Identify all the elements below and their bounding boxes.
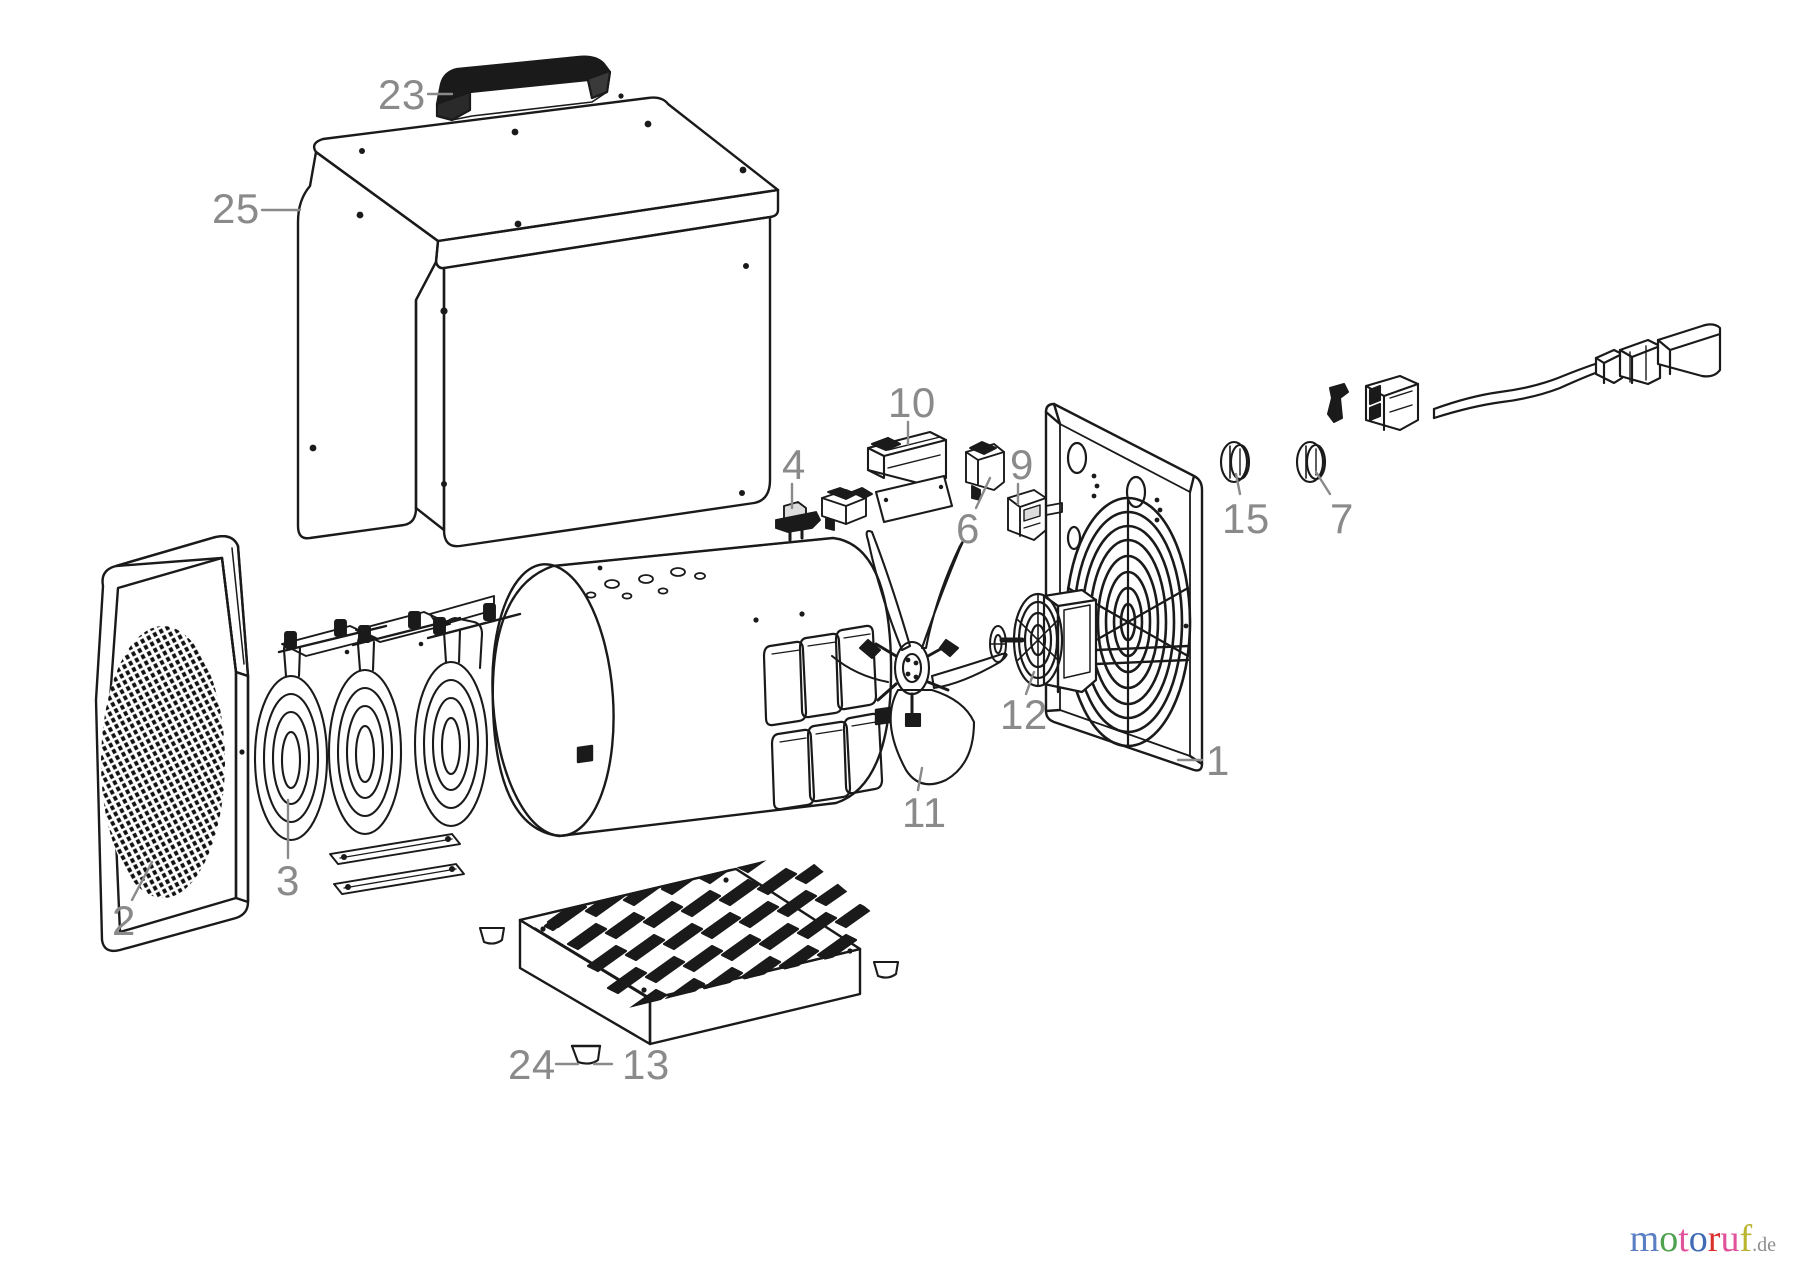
callout-label-15: 15 — [1222, 495, 1270, 542]
part-15-cable-bushing — [1219, 440, 1251, 484]
callout-leaders — [130, 92, 1332, 1066]
part-2-mesh-grille-panel — [94, 535, 250, 953]
watermark-tld: .de — [1752, 1234, 1776, 1256]
part-9-rocker-switch — [1007, 489, 1063, 541]
callout-label-2: 2 — [112, 897, 136, 944]
callout-label-9: 9 — [1010, 441, 1034, 488]
callout-label-13: 13 — [622, 1041, 670, 1088]
callout-label-3: 3 — [276, 857, 300, 904]
part-24-rubber-foot — [478, 926, 900, 1065]
watermark-letter: m — [1629, 1218, 1660, 1260]
watermark-letter: f — [1739, 1218, 1753, 1260]
part-terminal-block — [1364, 374, 1420, 432]
part-13-base-tray — [518, 852, 872, 1046]
part-25-housing-cover — [296, 93, 780, 548]
callout-label-1: 1 — [1206, 737, 1230, 784]
part-11-fan-blade — [830, 529, 1008, 786]
part-3-heating-coil-element — [253, 595, 522, 842]
callout-label-12: 12 — [1000, 691, 1048, 738]
callout-label-23: 23 — [378, 71, 426, 118]
part-cable-clip — [1327, 383, 1349, 423]
callout-label-4: 4 — [782, 441, 806, 488]
part-power-cable-and-plug — [1432, 323, 1722, 420]
callout-label-7: 7 — [1330, 495, 1354, 542]
callout-label-24: 24 — [508, 1041, 556, 1088]
part-10-control-block — [866, 430, 954, 524]
callout-label-6: 6 — [956, 505, 980, 552]
part-7-cable-grommet — [1295, 440, 1327, 484]
part-mounting-rails — [329, 833, 465, 895]
part-heater-drum-body — [491, 536, 893, 838]
watermark-letter: u — [1720, 1218, 1740, 1260]
part-1-fan-mounting-panel — [1044, 402, 1204, 772]
watermark-letter: o — [1659, 1218, 1679, 1260]
callout-label-25: 25 — [212, 185, 260, 232]
callout-label-10: 10 — [888, 379, 936, 426]
part-6-switch-bracket — [821, 487, 873, 531]
part-23-carry-handle — [435, 55, 612, 122]
watermark-letter: r — [1707, 1218, 1721, 1260]
part-6b-rocker-assembly — [965, 441, 1005, 501]
watermark-letter: o — [1688, 1218, 1708, 1260]
part-12-fan-motor — [989, 588, 1190, 694]
callout-label-11: 11 — [902, 789, 947, 836]
motoruf-watermark: motoruf.de — [1630, 1220, 1776, 1258]
watermark-letter: t — [1678, 1218, 1689, 1260]
part-4-thermal-sensor — [775, 501, 821, 542]
